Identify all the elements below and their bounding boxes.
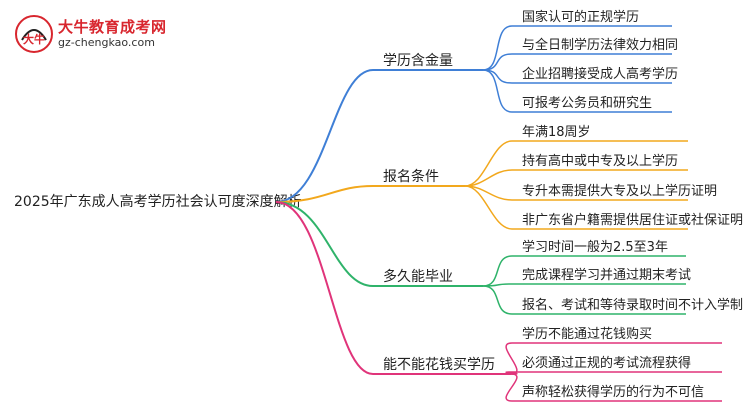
leaf-topic: 专升本需提供大专及以上学历证明	[522, 183, 717, 199]
branch-connector	[275, 201, 374, 287]
branch-label: 能不能花钱买学历	[383, 357, 495, 373]
leaf-topic: 学习时间一般为2.5至3年	[522, 239, 668, 255]
branch-label: 多久能毕业	[383, 268, 453, 285]
brand-name: 大牛教育成考网	[58, 18, 167, 36]
leaf-connector	[482, 53, 513, 71]
brand-domain: gz-chengkao.com	[58, 36, 155, 49]
brand-logo: 大牛 大牛教育成考网 gz-chengkao.com	[14, 14, 214, 54]
leaf-topic: 学历不能通过花钱购买	[522, 326, 652, 342]
branch-2: 报名条件 年满18周岁持有高中或中专及以上学历专升本需提供大专及以上学历证明非广东…	[275, 125, 743, 230]
leaf-connector	[482, 69, 513, 84]
brand-mark-icon: 大牛	[15, 15, 53, 53]
branch-label: 报名条件	[383, 168, 439, 185]
leaf-topic: 可报考公务员和研究生	[522, 95, 652, 111]
leaf-topic: 报名、考试和等待录取时间不计入学制	[522, 297, 743, 313]
leaf-topic: 年满18周岁	[522, 125, 591, 140]
leaf-topic: 与全日制学历法律效力相同	[522, 37, 678, 53]
leaf-topic: 非广东省户籍需提供居住证或社保证明	[522, 212, 743, 228]
brand-mark-text: 大牛	[23, 32, 45, 46]
branch-3: 多久能毕业 学习时间一般为2.5至3年完成课程学习并通过期末考试报名、考试和等待录…	[275, 201, 743, 315]
branch-connector	[275, 185, 374, 203]
leaf-connector	[464, 140, 513, 187]
leaf-topic: 持有高中或中专及以上学历	[522, 153, 678, 169]
leaf-topic: 国家认可的正规学历	[522, 9, 639, 25]
leaf-topic: 企业招聘接受成人高考学历	[522, 66, 678, 82]
leaf-topic: 声称轻松获得学历的行为不可信	[522, 384, 704, 400]
leaf-connector	[505, 342, 518, 375]
leaf-connector	[505, 373, 518, 402]
branch-connector	[275, 201, 374, 375]
leaf-topic: 完成课程学习并通过期末考试	[522, 267, 691, 283]
branch-4: 能不能花钱买学历 学历不能通过花钱购买必须通过正规的考试流程获得声称轻松获得学历的…	[275, 201, 722, 402]
branch-label: 学历含金量	[383, 53, 453, 69]
leaf-connector	[464, 185, 513, 230]
leaf-connector	[482, 255, 513, 287]
leaf-connector	[482, 25, 513, 71]
branch-1: 学历含金量 国家认可的正规学历与全日制学历法律效力相同企业招聘接受成人高考学历可报…	[275, 9, 678, 203]
leaf-connector	[482, 285, 513, 315]
leaf-topic: 必须通过正规的考试流程获得	[522, 355, 691, 371]
leaf-connector	[482, 69, 513, 113]
root-topic: 2025年广东成人高考学历社会认可度深度解析	[14, 193, 302, 210]
branch-connector	[275, 69, 374, 203]
